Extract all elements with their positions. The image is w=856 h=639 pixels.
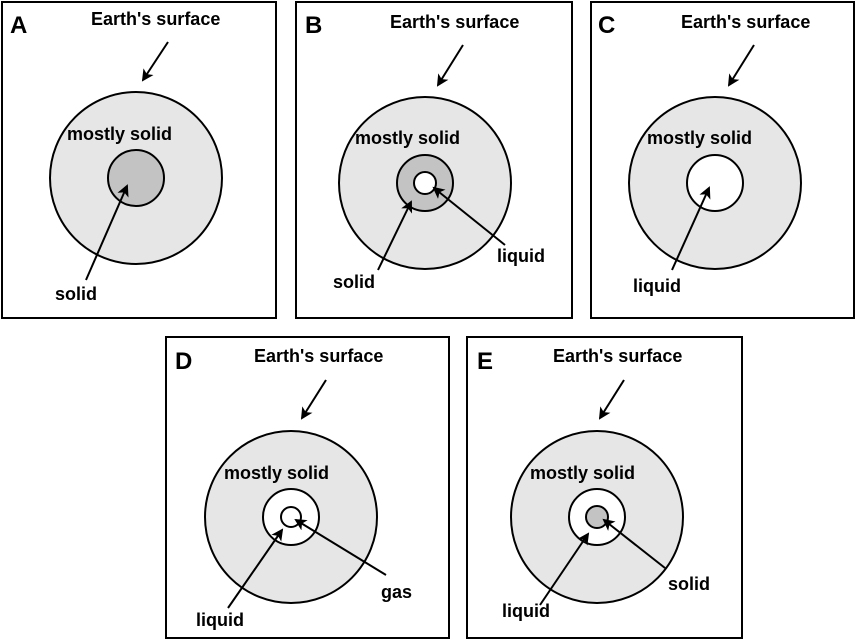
panel-d-letter: D (175, 348, 192, 375)
panel-e: E Earth's surface mostly solid liquid so… (466, 336, 743, 639)
panel-a-mantle-label: mostly solid (67, 124, 172, 144)
panel-d-core-gas (280, 506, 302, 528)
panel-b-surface-arrow (436, 44, 464, 87)
panel-b-mantle-label: mostly solid (355, 128, 460, 148)
panel-c-surface-label: Earth's surface (681, 12, 810, 32)
panel-e-liquid-label: liquid (502, 601, 550, 621)
panel-d-gas-arrow (294, 518, 387, 576)
panel-c-core-liquid (686, 154, 744, 212)
panel-d-gas-label: gas (381, 582, 412, 602)
panel-e-solid-label: solid (668, 574, 710, 594)
panel-e-surface-label: Earth's surface (553, 346, 682, 366)
panel-e-liquid-arrow (539, 532, 590, 606)
panel-b-letter: B (305, 12, 322, 39)
panel-b: B Earth's surface mostly solid solid liq… (295, 1, 573, 319)
panel-a-surface-label: Earth's surface (91, 9, 220, 29)
panel-b-core-liquid (413, 171, 437, 195)
panel-d: D Earth's surface mostly solid liquid ga… (165, 336, 450, 639)
panel-d-liquid-label: liquid (196, 610, 244, 630)
panel-d-surface-arrow (300, 379, 327, 420)
panel-d-surface-label: Earth's surface (254, 346, 383, 366)
panel-a-surface-arrow (141, 41, 169, 82)
panel-a: A Earth's surface mostly solid solid (1, 1, 277, 319)
panel-e-mantle-label: mostly solid (530, 463, 635, 483)
panel-b-solid-arrow (377, 200, 413, 271)
panel-b-solid-label: solid (333, 272, 375, 292)
panel-c-surface-arrow (727, 44, 755, 87)
panel-c-letter: C (598, 12, 615, 39)
panel-a-core-solid (107, 149, 165, 207)
panel-e-core-solid (585, 505, 609, 529)
panel-e-surface-arrow (598, 379, 625, 420)
panel-a-letter: A (10, 12, 27, 39)
panel-c: C Earth's surface mostly solid liquid (590, 1, 855, 319)
panel-a-solid-arrow (85, 184, 129, 281)
panel-b-liquid-label: liquid (497, 246, 545, 266)
panel-c-liquid-label: liquid (633, 276, 681, 296)
panel-a-solid-label: solid (55, 284, 97, 304)
panel-c-liquid-arrow (671, 186, 711, 271)
panel-c-mantle-label: mostly solid (647, 128, 752, 148)
panel-d-liquid-arrow (227, 528, 284, 609)
panel-e-solid-arrow (602, 518, 666, 569)
panel-b-liquid-arrow (432, 186, 506, 246)
panel-b-surface-label: Earth's surface (390, 12, 519, 32)
panel-d-mantle-label: mostly solid (224, 463, 329, 483)
panel-e-letter: E (477, 348, 493, 375)
